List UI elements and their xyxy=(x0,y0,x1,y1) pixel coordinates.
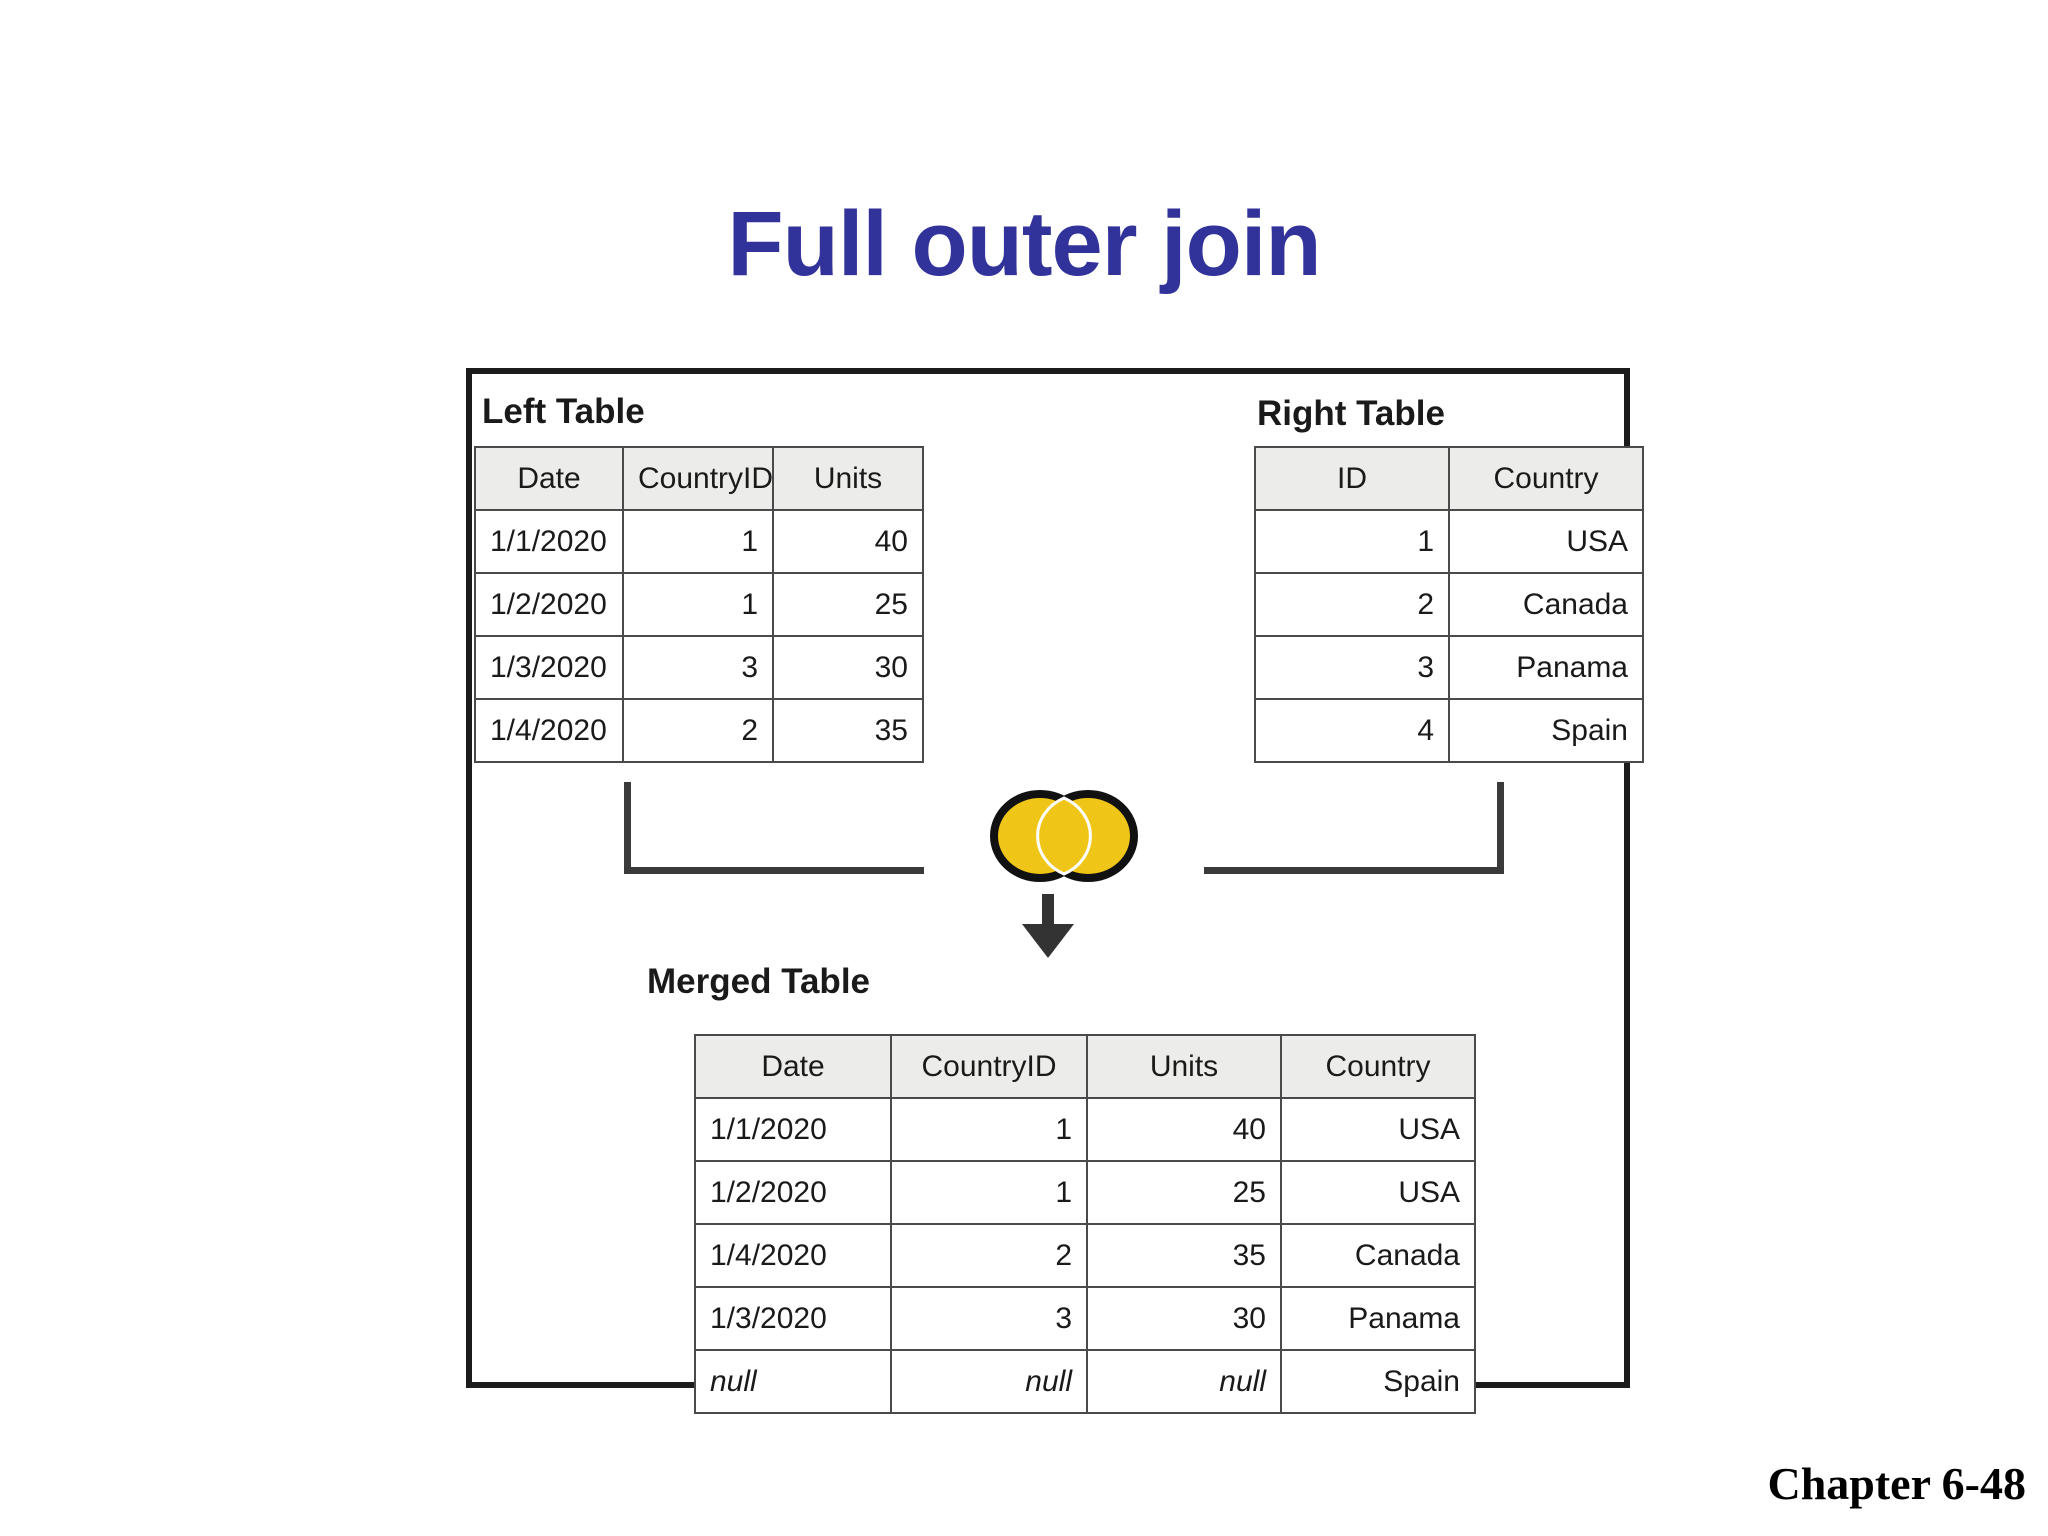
cell-date: 1/1/2020 xyxy=(694,1097,892,1162)
cell-units: 40 xyxy=(772,509,924,574)
cell-countryid: 1 xyxy=(890,1160,1088,1225)
table-row: 4 Spain xyxy=(1254,698,1644,763)
table-row: 1 USA xyxy=(1254,509,1644,574)
cell-date: 1/3/2020 xyxy=(694,1286,892,1351)
cell-date: 1/4/2020 xyxy=(694,1223,892,1288)
cell-date: 1/2/2020 xyxy=(694,1160,892,1225)
cell-date: 1/3/2020 xyxy=(474,635,624,700)
footer-chapter-label: Chapter 6-48 xyxy=(1767,1458,2026,1509)
column-header-units: Units xyxy=(772,446,924,511)
column-header-date: Date xyxy=(474,446,624,511)
table-row: 3 Panama xyxy=(1254,635,1644,700)
table-header-row: Date CountryID Units Country xyxy=(694,1034,1476,1099)
cell-countryid: null xyxy=(890,1349,1088,1414)
cell-units: 25 xyxy=(772,572,924,637)
column-header-id: ID xyxy=(1254,446,1450,511)
cell-countryid: 3 xyxy=(890,1286,1088,1351)
join-diagram-inner: Left Table Date CountryID Units 1/1/2020… xyxy=(472,374,1644,1414)
cell-id: 2 xyxy=(1254,572,1450,637)
venn-full-outer-join-icon xyxy=(990,790,1138,882)
cell-date: 1/1/2020 xyxy=(474,509,624,574)
arrow-down-icon xyxy=(1022,894,1074,958)
table-row: 1/1/2020 1 40 xyxy=(474,509,924,574)
cell-countryid: 2 xyxy=(622,698,774,763)
table-row: 1/3/2020 3 30 Panama xyxy=(694,1286,1476,1351)
cell-date: 1/4/2020 xyxy=(474,698,624,763)
cell-country: USA xyxy=(1280,1160,1476,1225)
table-row: 1/2/2020 1 25 xyxy=(474,572,924,637)
cell-country: Spain xyxy=(1448,698,1644,763)
cell-country: USA xyxy=(1280,1097,1476,1162)
right-table: ID Country 1 USA 2 Canada 3 Pana xyxy=(1254,446,1644,763)
cell-country: Panama xyxy=(1448,635,1644,700)
bracket-right-vertical xyxy=(1497,782,1504,874)
cell-country: Panama xyxy=(1280,1286,1476,1351)
cell-units: null xyxy=(1086,1349,1282,1414)
cell-units: 25 xyxy=(1086,1160,1282,1225)
cell-id: 1 xyxy=(1254,509,1450,574)
table-row: 1/4/2020 2 35 Canada xyxy=(694,1223,1476,1288)
cell-id: 3 xyxy=(1254,635,1450,700)
cell-countryid: 1 xyxy=(622,572,774,637)
cell-units: 35 xyxy=(1086,1223,1282,1288)
column-header-country: Country xyxy=(1280,1034,1476,1099)
table-row: 1/4/2020 2 35 xyxy=(474,698,924,763)
cell-country: Spain xyxy=(1280,1349,1476,1414)
cell-units: 35 xyxy=(772,698,924,763)
join-diagram-frame: Left Table Date CountryID Units 1/1/2020… xyxy=(466,368,1644,1414)
join-connector-bracket xyxy=(624,782,1504,882)
bracket-right-horizontal xyxy=(1204,867,1504,874)
cell-country: USA xyxy=(1448,509,1644,574)
column-header-date: Date xyxy=(694,1034,892,1099)
column-header-countryid: CountryID xyxy=(890,1034,1088,1099)
cell-countryid: 1 xyxy=(890,1097,1088,1162)
cell-units: 40 xyxy=(1086,1097,1282,1162)
cell-countryid: 2 xyxy=(890,1223,1088,1288)
cell-id: 4 xyxy=(1254,698,1450,763)
table-row: null null null Spain xyxy=(694,1349,1476,1414)
cell-units: 30 xyxy=(772,635,924,700)
cell-date: null xyxy=(694,1349,892,1414)
right-table-caption: Right Table xyxy=(1257,394,1445,433)
cell-countryid: 3 xyxy=(622,635,774,700)
page-title: Full outer join xyxy=(727,193,1321,295)
left-table-caption: Left Table xyxy=(482,392,645,431)
table-row: 2 Canada xyxy=(1254,572,1644,637)
column-header-country: Country xyxy=(1448,446,1644,511)
merged-table: Date CountryID Units Country 1/1/2020 1 … xyxy=(694,1034,1476,1414)
cell-country: Canada xyxy=(1280,1223,1476,1288)
bracket-left-vertical xyxy=(624,782,631,874)
table-header-row: Date CountryID Units xyxy=(474,446,924,511)
table-row: 1/2/2020 1 25 USA xyxy=(694,1160,1476,1225)
left-table: Date CountryID Units 1/1/2020 1 40 1/2/2… xyxy=(474,446,924,763)
table-header-row: ID Country xyxy=(1254,446,1644,511)
bracket-left-horizontal xyxy=(624,867,924,874)
column-header-countryid: CountryID xyxy=(622,446,774,511)
cell-country: Canada xyxy=(1448,572,1644,637)
table-row: 1/1/2020 1 40 USA xyxy=(694,1097,1476,1162)
cell-countryid: 1 xyxy=(622,509,774,574)
merged-table-caption: Merged Table xyxy=(647,962,871,1001)
column-header-units: Units xyxy=(1086,1034,1282,1099)
table-row: 1/3/2020 3 30 xyxy=(474,635,924,700)
cell-date: 1/2/2020 xyxy=(474,572,624,637)
cell-units: 30 xyxy=(1086,1286,1282,1351)
